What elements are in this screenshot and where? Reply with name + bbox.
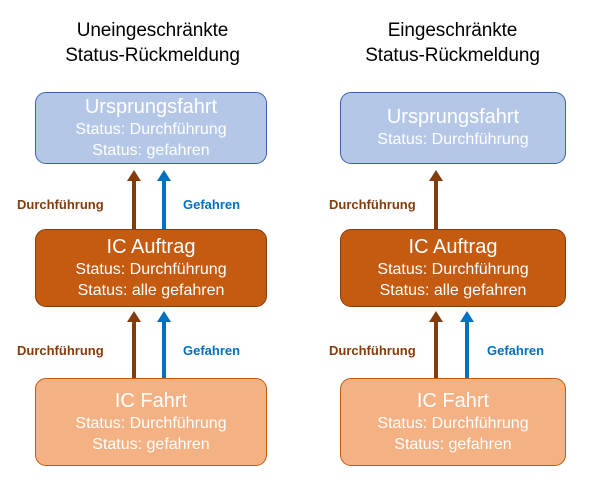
arrowhead-icon bbox=[428, 311, 443, 322]
node-ic-auftrag-unrestricted[interactable]: IC Auftrag Status: Durchführung Status: … bbox=[35, 229, 267, 307]
arrow-shaft bbox=[161, 320, 166, 379]
node-title: Ursprungsfahrt bbox=[84, 95, 218, 118]
node-title: IC Auftrag bbox=[106, 235, 196, 258]
edge-label-durchfuehrung-upper-right: Durchführung bbox=[329, 197, 416, 212]
edge-label-gefahren-lower-right: Gefahren bbox=[487, 343, 545, 358]
node-status-line: Status: Durchführung bbox=[75, 414, 227, 432]
arrowhead-icon bbox=[126, 170, 141, 181]
node-status-line: Status: gefahren bbox=[92, 435, 210, 453]
column-title-restricted: Eingeschränkte Status-Rückmeldung bbox=[340, 18, 565, 68]
node-status-line: Status: gefahren bbox=[394, 435, 512, 453]
node-status-line: Status: alle gefahren bbox=[379, 281, 527, 299]
arrow-shaft bbox=[464, 320, 469, 379]
node-ic-auftrag-restricted[interactable]: IC Auftrag Status: Durchführung Status: … bbox=[340, 229, 566, 307]
column-title-line-1: Uneingeschränkte bbox=[76, 20, 229, 41]
node-ic-fahrt-unrestricted[interactable]: IC Fahrt Status: Durchführung Status: ge… bbox=[35, 378, 267, 466]
node-ic-fahrt-restricted[interactable]: IC Fahrt Status: Durchführung Status: ge… bbox=[340, 378, 566, 466]
arrow-durchfuehrung-upper-right bbox=[428, 170, 443, 232]
node-status-line: Status: alle gefahren bbox=[77, 281, 225, 299]
node-title: IC Fahrt bbox=[416, 389, 490, 412]
arrow-shaft bbox=[131, 179, 136, 232]
arrowhead-icon bbox=[126, 311, 141, 322]
arrow-gefahren-lower-left bbox=[156, 311, 171, 379]
arrow-shaft bbox=[433, 320, 438, 379]
node-title: Ursprungsfahrt bbox=[386, 106, 520, 128]
node-status-line: Status: Durchführung bbox=[377, 131, 529, 148]
edge-label-durchfuehrung-lower-left: Durchführung bbox=[17, 343, 104, 358]
arrow-gefahren-lower-right bbox=[459, 311, 474, 379]
arrow-shaft bbox=[161, 179, 166, 232]
arrow-durchfuehrung-upper-left bbox=[126, 170, 141, 232]
node-ursprungsfahrt-restricted[interactable]: Ursprungsfahrt Status: Durchführung bbox=[340, 92, 566, 164]
edge-label-gefahren-lower-left: Gefahren bbox=[183, 343, 241, 358]
node-title: IC Auftrag bbox=[408, 235, 498, 258]
arrow-durchfuehrung-lower-left bbox=[126, 311, 141, 379]
arrow-gefahren-upper-left bbox=[156, 170, 171, 232]
column-title-line-1: Eingeschränkte bbox=[387, 20, 518, 41]
node-status-line: Status: Durchführung bbox=[377, 260, 529, 278]
arrowhead-icon bbox=[428, 170, 443, 181]
edge-label-durchfuehrung-upper-left: Durchführung bbox=[17, 197, 104, 212]
node-status-line: Status: gefahren bbox=[92, 141, 210, 159]
node-status-line: Status: Durchführung bbox=[75, 260, 227, 278]
column-title-line-2: Status-Rückmeldung bbox=[65, 45, 240, 66]
node-status-line: Status: Durchführung bbox=[75, 120, 227, 138]
arrowhead-icon bbox=[459, 311, 474, 322]
column-title-line-2: Status-Rückmeldung bbox=[365, 45, 540, 66]
arrow-shaft bbox=[131, 320, 136, 379]
edge-label-gefahren-upper-left: Gefahren bbox=[183, 197, 241, 212]
node-title: IC Fahrt bbox=[114, 389, 188, 412]
arrow-shaft bbox=[433, 179, 438, 232]
node-ursprungsfahrt-unrestricted[interactable]: Ursprungsfahrt Status: Durchführung Stat… bbox=[35, 92, 267, 164]
edge-label-durchfuehrung-lower-right: Durchführung bbox=[329, 343, 416, 358]
node-status-line: Status: Durchführung bbox=[377, 414, 529, 432]
arrow-durchfuehrung-lower-right bbox=[428, 311, 443, 379]
column-title-unrestricted: Uneingeschränkte Status-Rückmeldung bbox=[35, 18, 270, 68]
arrowhead-icon bbox=[156, 311, 171, 322]
arrowhead-icon bbox=[156, 170, 171, 181]
